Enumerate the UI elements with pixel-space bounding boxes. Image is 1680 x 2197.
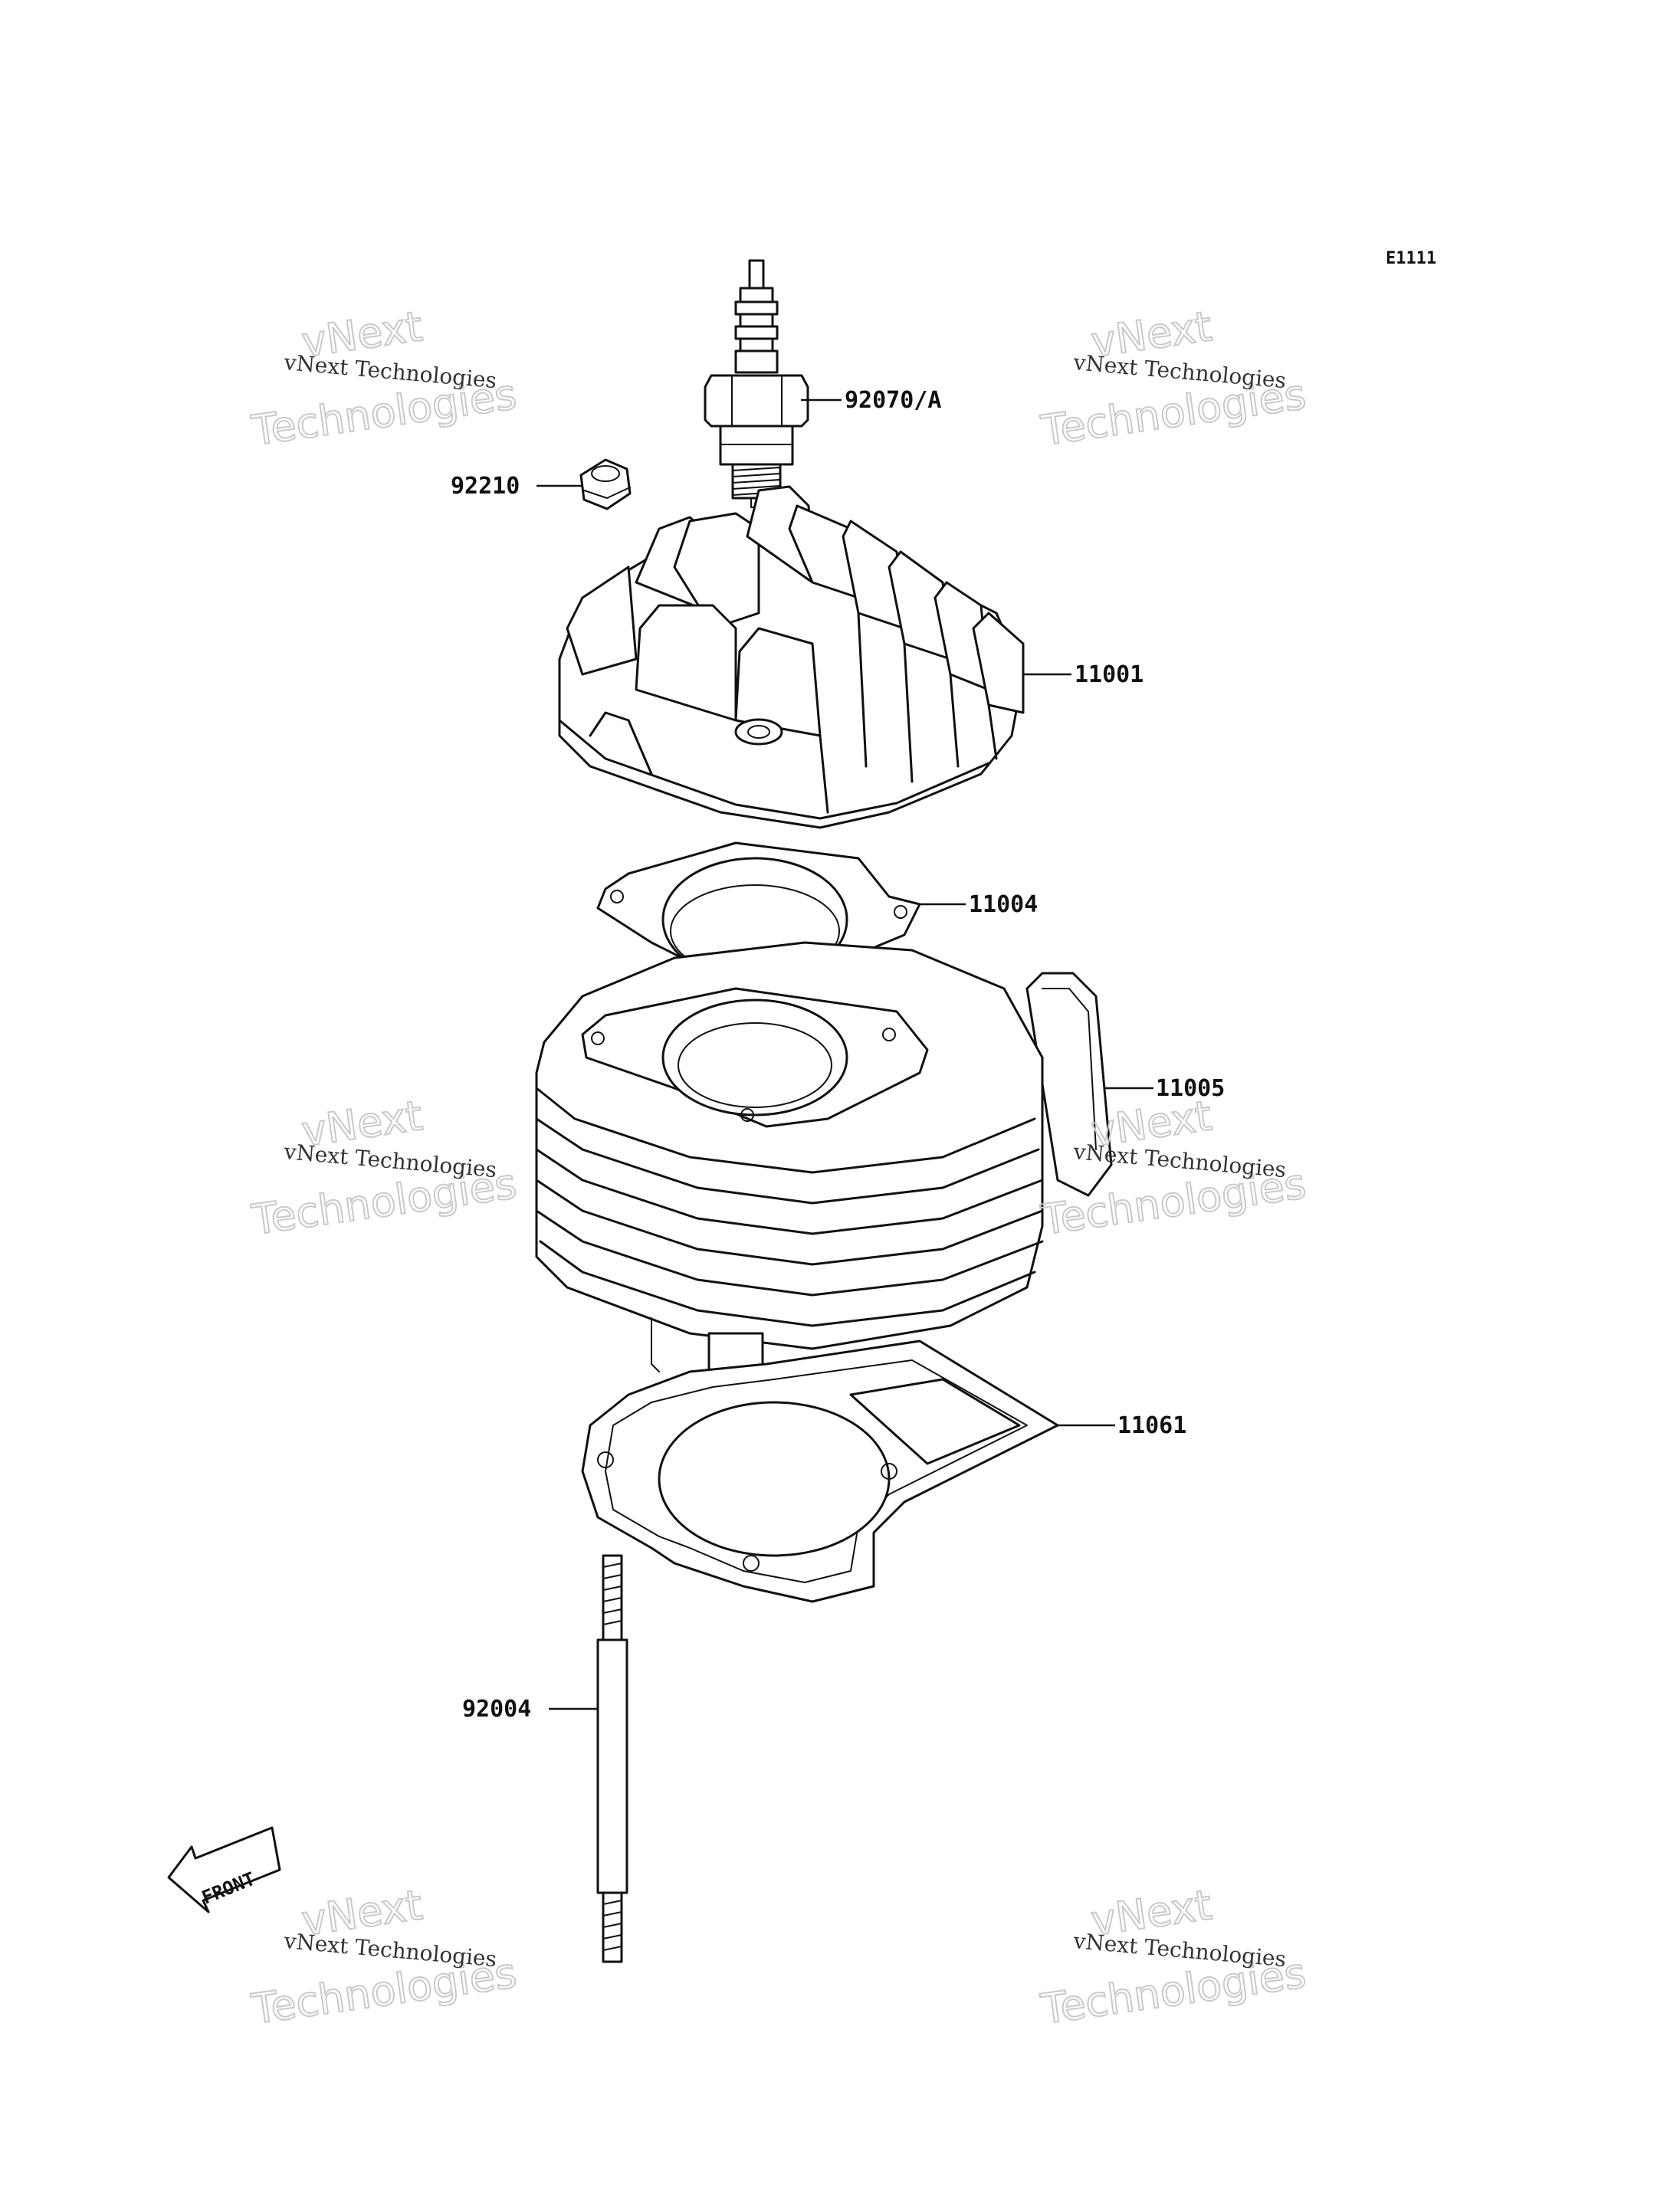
front-arrow-icon: FRONT xyxy=(167,1826,281,1913)
spark-plug-drawing xyxy=(704,259,809,508)
part-label-head-gasket: 11004 xyxy=(969,891,1038,918)
part-label-cylinder-head: 11001 xyxy=(1075,661,1144,688)
part-label-cylinder: 11005 xyxy=(1156,1075,1225,1102)
part-label-nut: 92210 xyxy=(451,473,520,500)
part-label-base-gasket: 11061 xyxy=(1117,1412,1186,1439)
nut-drawing xyxy=(579,458,632,510)
cylinder-head-drawing xyxy=(558,485,1025,829)
diagram-code: E1111 xyxy=(1386,249,1436,268)
cylinder-drawing xyxy=(535,941,1113,1396)
stud-drawing xyxy=(596,1554,628,1963)
part-label-spark-plug: 92070/A xyxy=(845,387,941,414)
part-label-stud: 92004 xyxy=(462,1696,531,1723)
base-gasket-drawing xyxy=(581,1340,1059,1603)
